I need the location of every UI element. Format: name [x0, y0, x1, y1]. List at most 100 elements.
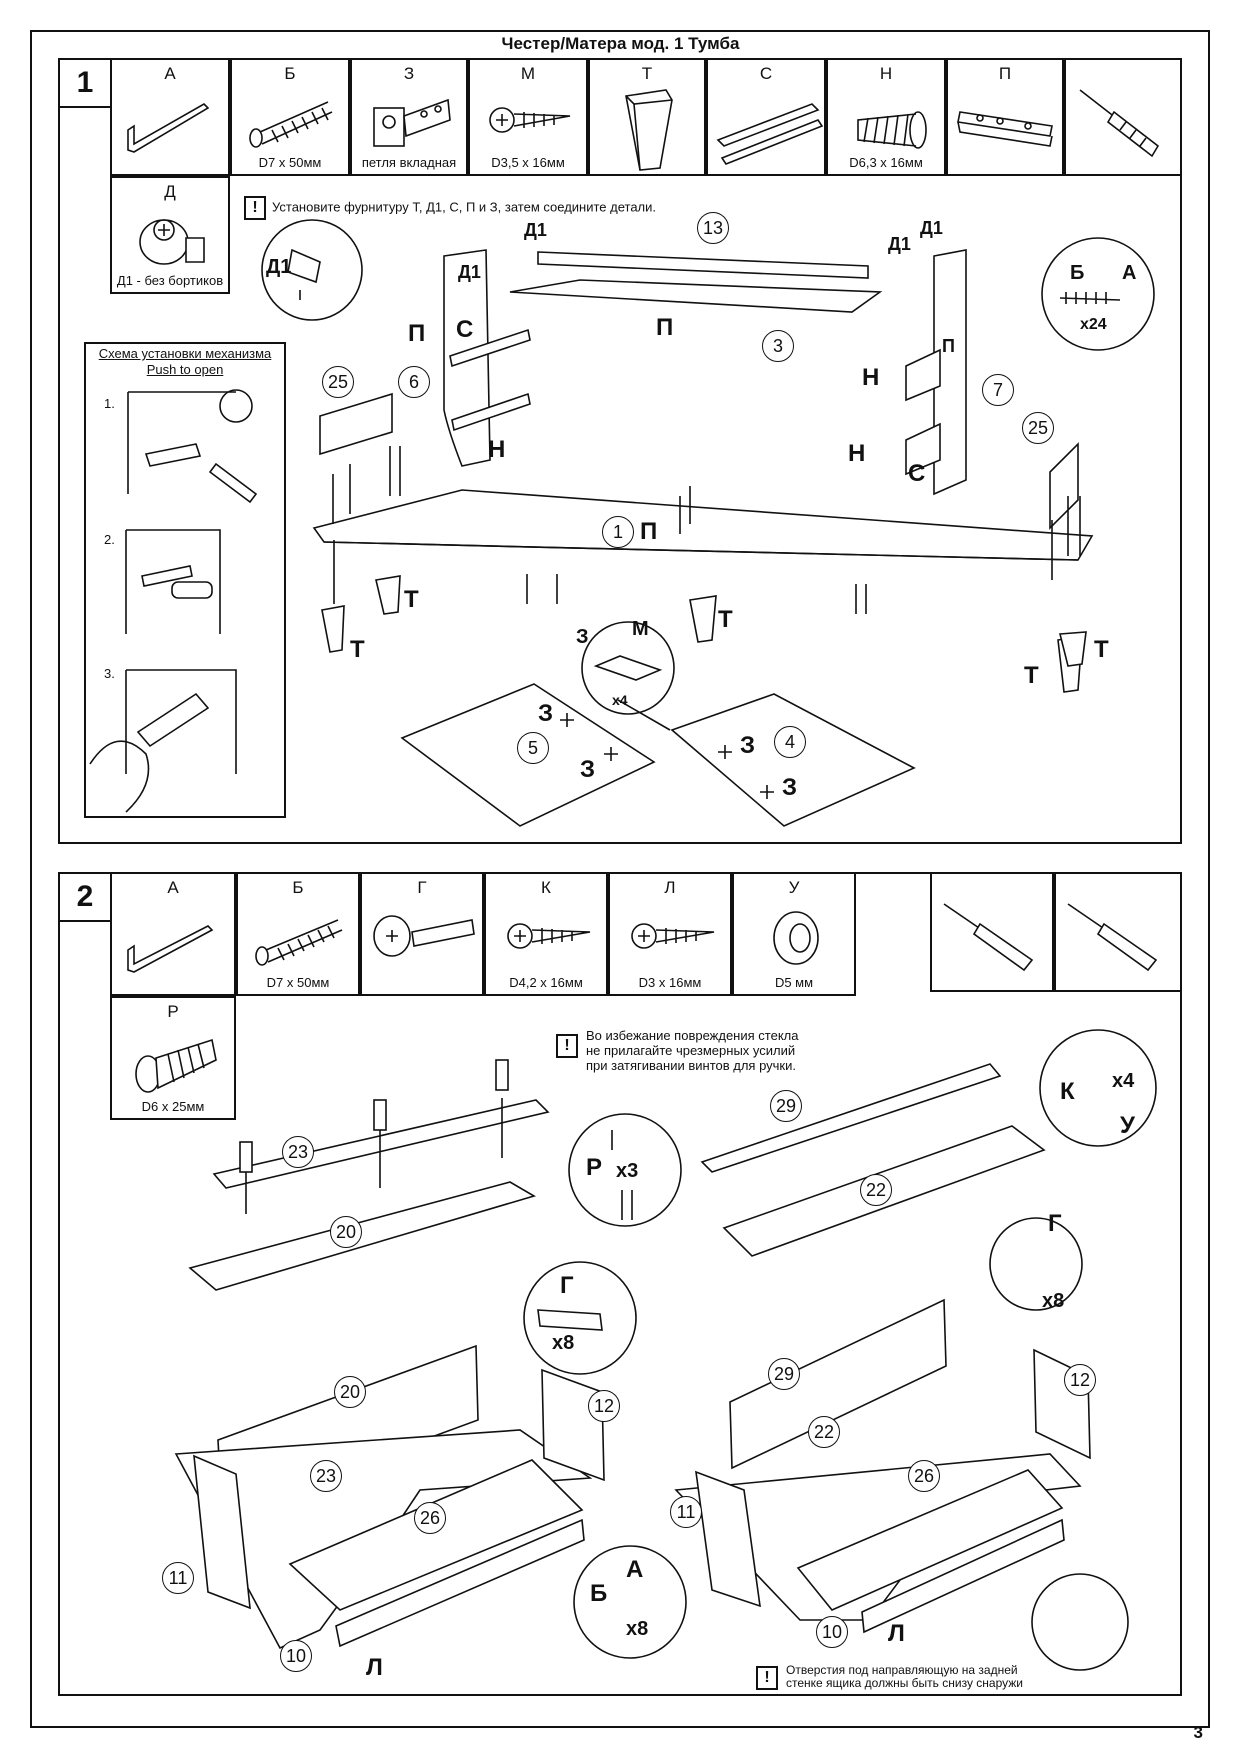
part-letter: А — [167, 878, 179, 897]
page-number: 3 — [1193, 1723, 1203, 1742]
label-a: А — [626, 1556, 644, 1583]
part-number-29: 29 — [768, 1358, 800, 1390]
part-number-7: 7 — [982, 374, 1014, 406]
part-letter: С — [759, 64, 773, 83]
cam-housing-icon — [139, 219, 205, 265]
label-x8: x8 — [552, 1332, 575, 1354]
label-z: З — [538, 700, 554, 727]
label-l: Л — [366, 1654, 383, 1681]
page-title: Честер/Матера мод. 1 Тумба — [501, 34, 740, 53]
label-d1: Д1 — [458, 262, 481, 282]
label-x8: x8 — [626, 1618, 649, 1640]
part-number-29: 29 — [770, 1090, 802, 1122]
hex-key-icon — [127, 925, 214, 973]
part-caption: D3,5 x 16мм — [491, 155, 565, 170]
part-number-25: 25 — [1022, 412, 1054, 444]
scheme-step-2: 2. — [104, 532, 115, 547]
label-m: М — [632, 618, 649, 640]
screwdriver-cell-3 — [1054, 872, 1182, 992]
scheme-title-line1: Схема установки механизма — [98, 346, 272, 361]
part-caption: Д1 - без бортиков — [116, 273, 224, 288]
part-caption: петля вкладная — [361, 155, 457, 170]
label-n: Н — [862, 364, 880, 391]
part-b-cell: Б D7 x 50мм — [236, 872, 360, 996]
label-r: Р — [586, 1154, 603, 1181]
warning-text: Отверстия под направляющую на задней сте… — [786, 1663, 1023, 1690]
bolt-icon — [135, 1038, 217, 1093]
part-r-cell: Р D6 x 25мм — [110, 996, 236, 1120]
label-z: З — [740, 732, 756, 759]
screwdriver-cell-2 — [930, 872, 1054, 992]
warning-text: Во избежание повреждения стекла не прила… — [586, 1028, 799, 1073]
part-letter: Н — [879, 64, 893, 83]
label-p: П — [640, 518, 658, 545]
glass-warning: ! Во избежание повреждения стекла не при… — [556, 1028, 856, 1073]
part-letter: Л — [664, 878, 676, 897]
warning-icon: ! — [556, 1034, 578, 1058]
part-letter: К — [541, 878, 551, 897]
part-a-cell: А — [110, 58, 230, 176]
part-letter: Т — [641, 64, 653, 83]
part-letter: У — [788, 878, 800, 897]
part-number-20: 20 — [330, 1216, 362, 1248]
part-number-11: 11 — [670, 1496, 702, 1528]
washer-icon — [773, 911, 819, 965]
leg-icon — [625, 89, 673, 171]
part-caption: D7 x 50мм — [258, 155, 322, 170]
label-n: Н — [848, 440, 866, 467]
label-g: Г — [1048, 1210, 1062, 1237]
label-d1: Д1 — [266, 256, 292, 278]
label-g: Г — [560, 1272, 574, 1299]
part-number-12: 12 — [1064, 1364, 1096, 1396]
label-t: Т — [1094, 636, 1109, 663]
part-b-cell: Б D7 x 50мм — [230, 58, 350, 176]
label-s: С — [908, 460, 926, 487]
part-number-10: 10 — [816, 1616, 848, 1648]
part-number-12: 12 — [588, 1390, 620, 1422]
label-l: Л — [888, 1620, 905, 1647]
label-d1: Д1 — [524, 220, 547, 240]
part-p-cell: П — [946, 58, 1064, 176]
part-letter: Г — [417, 878, 427, 897]
part-z-cell: З петля вкладная — [350, 58, 468, 176]
page-frame — [30, 30, 1210, 1728]
drawer-slide-icon — [716, 103, 824, 165]
screw-icon — [489, 107, 571, 133]
scheme-step-3: 3. — [104, 666, 115, 681]
part-caption: D5 мм — [774, 975, 814, 990]
part-caption: D3 x 16мм — [638, 975, 702, 990]
confirmat-screw-icon — [255, 919, 343, 966]
part-u-cell: У D5 мм — [732, 872, 856, 996]
part-caption: D6 x 25мм — [141, 1099, 205, 1114]
screw-icon — [631, 923, 715, 949]
screwdriver-icon — [943, 903, 1034, 972]
part-number-10: 10 — [280, 1640, 312, 1672]
label-a: А — [1122, 262, 1137, 284]
part-g-cell: Г — [360, 872, 484, 996]
label-t: Т — [404, 586, 419, 613]
screw-icon — [507, 923, 591, 949]
label-z: З — [580, 756, 596, 783]
part-k-cell: К D4,2 x 16мм — [484, 872, 608, 996]
part-caption: D4,2 x 16мм — [509, 975, 583, 990]
part-number-23: 23 — [310, 1460, 342, 1492]
label-p: П — [408, 320, 426, 347]
part-number-4: 4 — [774, 726, 806, 758]
part-number-25: 25 — [322, 366, 354, 398]
part-letter: Б — [284, 64, 296, 83]
part-t-cell: Т — [588, 58, 706, 176]
part-number-5: 5 — [517, 732, 549, 764]
scheme-step-1: 1. — [104, 396, 115, 411]
part-letter: Д — [164, 182, 176, 201]
label-t: Т — [1024, 662, 1039, 689]
label-x8: x8 — [1042, 1290, 1065, 1312]
warning-icon: ! — [244, 196, 266, 220]
label-x3: x3 — [616, 1160, 639, 1182]
label-x24: x24 — [1080, 316, 1107, 333]
warning-text: Установите фурнитуру Т, Д1, С, П и З, за… — [272, 199, 657, 215]
part-d-cell: Д Д1 - без бортиков — [110, 176, 230, 294]
wood-screw-icon — [857, 111, 927, 149]
